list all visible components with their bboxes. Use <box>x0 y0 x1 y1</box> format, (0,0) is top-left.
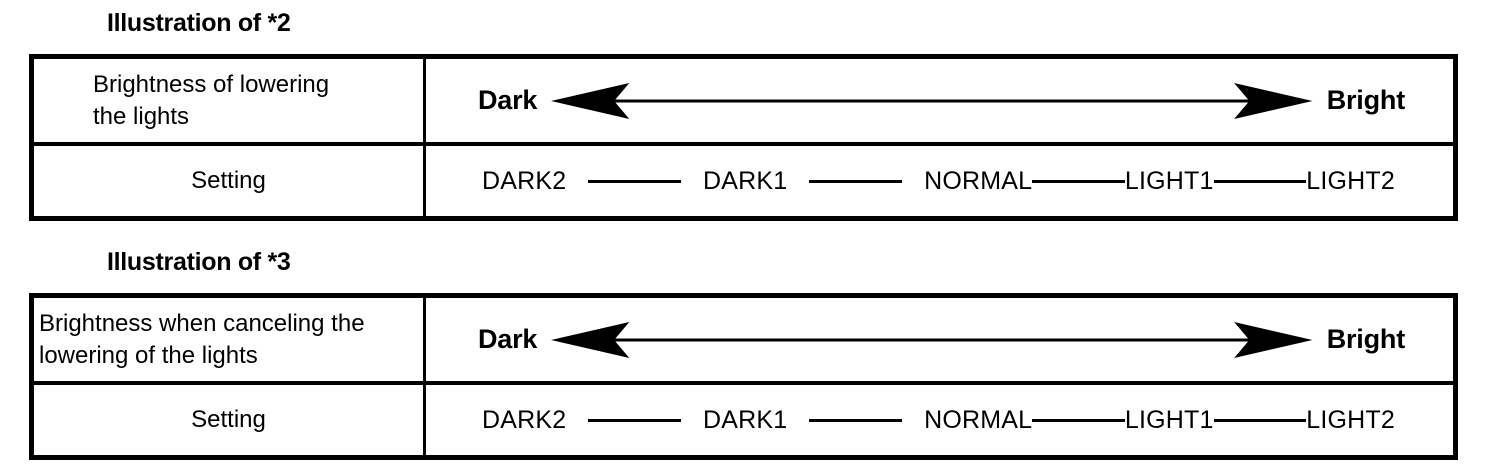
setting-scale: DARK2 DARK1 NORMAL LIGHT1 LIGHT2 <box>426 385 1453 455</box>
scale-connector <box>1032 179 1125 183</box>
row-label-cell: Brightness when canceling the lowering o… <box>34 298 426 381</box>
row-value-cell: DARK2 DARK1 NORMAL LIGHT1 LIGHT2 <box>426 146 1453 216</box>
scale-connector <box>1032 418 1125 422</box>
row-label-cell: Brightness of lowering the lights <box>34 59 426 142</box>
arrow-left-label: Dark <box>478 324 538 354</box>
scale-connector <box>588 418 682 422</box>
setting-option-dark1[interactable]: DARK1 <box>703 166 788 195</box>
scale-connector <box>809 418 903 422</box>
arrow-right-label: Bright <box>1326 324 1405 354</box>
double-arrow-icon <box>551 317 1313 363</box>
row-label-text: Brightness when canceling the lowering o… <box>39 309 365 369</box>
row-label-cell: Setting <box>34 385 426 455</box>
setting-option-light1[interactable]: LIGHT1 <box>1124 166 1214 195</box>
row-label-text: Setting <box>191 167 266 194</box>
row-value-cell: Dark Bright <box>426 59 1453 142</box>
brightness-table: Brightness when canceling the lowering o… <box>29 293 1458 460</box>
section-title: Illustration of *2 <box>107 9 291 37</box>
table-row: Setting DARK2 DARK1 NORMAL LIGHT1 LIGHT2 <box>34 146 1453 216</box>
setting-option-normal[interactable]: NORMAL <box>924 405 1033 434</box>
arrow-left-label: Dark <box>478 85 538 115</box>
setting-option-light2[interactable]: LIGHT2 <box>1306 405 1396 434</box>
row-label-text: Setting <box>191 406 266 433</box>
brightness-table: Brightness of lowering the lights Dark B… <box>29 54 1458 221</box>
setting-option-normal[interactable]: NORMAL <box>924 166 1033 195</box>
brightness-arrow-scale: Dark Bright <box>426 298 1453 381</box>
arrow-right-label: Bright <box>1326 85 1405 115</box>
setting-option-light1[interactable]: LIGHT1 <box>1124 405 1214 434</box>
table-row: Setting DARK2 DARK1 NORMAL LIGHT1 LIGHT2 <box>34 385 1453 455</box>
scale-connector <box>809 179 903 183</box>
double-arrow-icon <box>551 78 1313 124</box>
setting-option-dark1[interactable]: DARK1 <box>703 405 788 434</box>
table-row: Brightness of lowering the lights Dark B… <box>34 59 1453 146</box>
table-row: Brightness when canceling the lowering o… <box>34 298 1453 385</box>
row-value-cell: Dark Bright <box>426 298 1453 381</box>
row-value-cell: DARK2 DARK1 NORMAL LIGHT1 LIGHT2 <box>426 385 1453 455</box>
setting-option-dark2[interactable]: DARK2 <box>482 405 567 434</box>
setting-option-light2[interactable]: LIGHT2 <box>1306 166 1396 195</box>
setting-scale: DARK2 DARK1 NORMAL LIGHT1 LIGHT2 <box>426 146 1453 216</box>
section-title: Illustration of *3 <box>107 248 291 276</box>
row-label-cell: Setting <box>34 146 426 216</box>
scale-connector <box>588 179 682 183</box>
setting-option-dark2[interactable]: DARK2 <box>482 166 567 195</box>
brightness-arrow-scale: Dark Bright <box>426 59 1453 142</box>
scale-connector <box>1213 179 1307 183</box>
row-label-text: Brightness of lowering the lights <box>93 70 330 130</box>
scale-connector <box>1213 418 1307 422</box>
